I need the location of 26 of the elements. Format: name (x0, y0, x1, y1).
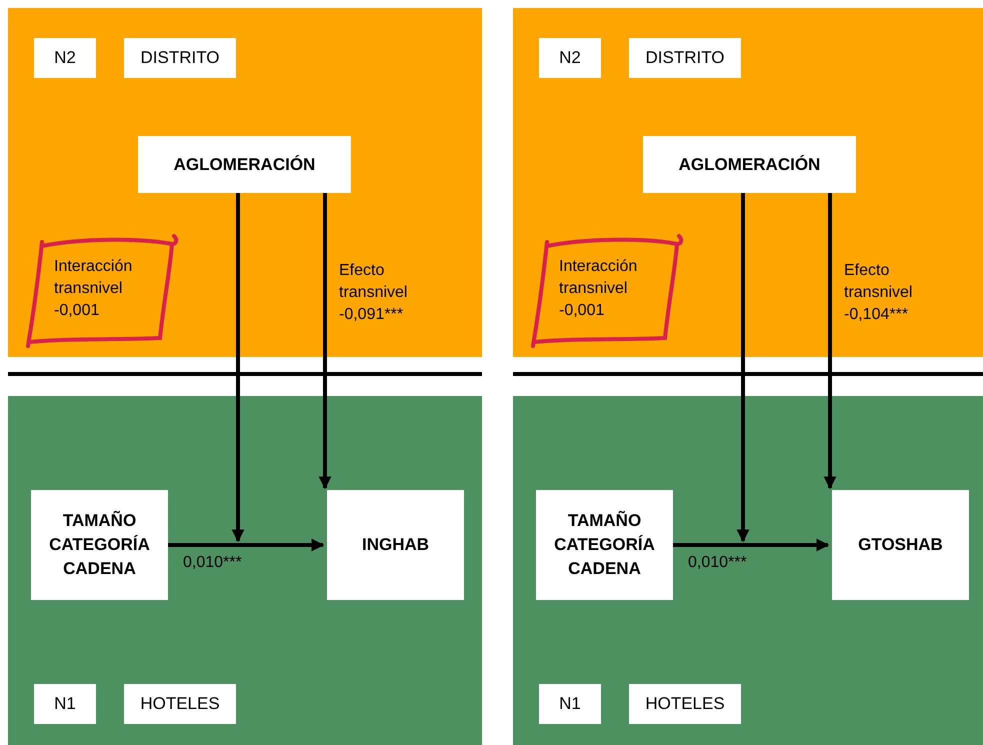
variable-box: TAMAÑO CATEGORÍA CADENA (31, 490, 168, 600)
arrow (824, 193, 836, 490)
variable-box: AGLOMERACIÓN (643, 136, 856, 193)
level-tag: N1 (539, 684, 601, 724)
arrow (673, 538, 830, 552)
level-name-box: HOTELES (629, 684, 741, 724)
level-band (8, 8, 482, 357)
annotation-text: Interacción transnivel -0,001 (559, 257, 638, 321)
level-band (513, 8, 983, 357)
annotation-text: Interacción transnivel -0,001 (54, 257, 134, 321)
arrow (168, 538, 324, 552)
level-tag: N2 (539, 38, 601, 78)
arrow (232, 193, 244, 542)
level-band (513, 396, 983, 745)
arrow (736, 193, 750, 542)
variable-box: INGHAB (327, 490, 464, 600)
variable-box: AGLOMERACIÓN (138, 136, 351, 193)
level-name-box: HOTELES (124, 684, 236, 724)
level-band (8, 396, 482, 745)
level-tag: N1 (34, 684, 96, 724)
variable-box: GTOSHAB (832, 490, 969, 600)
arrow (318, 193, 332, 490)
level-name-box: DISTRITO (629, 38, 741, 78)
level-name-box: DISTRITO (124, 38, 236, 78)
variable-box: TAMAÑO CATEGORÍA CADENA (536, 490, 673, 600)
level-tag: N2 (34, 38, 96, 78)
